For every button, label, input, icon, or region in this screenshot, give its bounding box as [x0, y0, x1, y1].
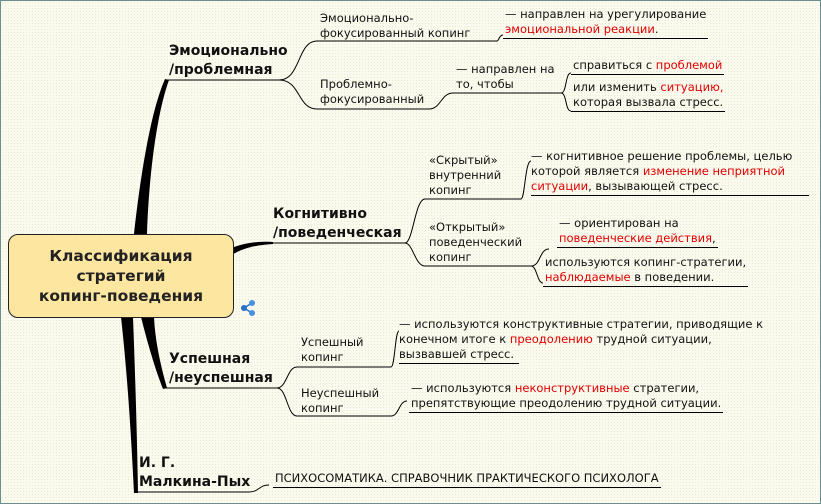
node-line: фокусированный — [320, 92, 425, 106]
item-observable-strategies[interactable]: используются копинг-стратегии, наблюдаем… — [543, 255, 749, 287]
item-line: которая вызвала стресс. — [573, 95, 724, 109]
node-hidden-coping[interactable]: «Скрытый» внутренний копинг — [429, 153, 501, 198]
desc-line: эмоциональной реакции. — [505, 22, 706, 37]
node-line: фокусированный копинг — [320, 26, 471, 40]
trunk-emotional — [134, 79, 169, 234]
trunk-success — [141, 317, 167, 389]
highlight-text: преодолению — [509, 332, 593, 346]
topic-line: Когнитивно — [273, 206, 367, 222]
node-line: копинг — [301, 401, 344, 415]
desc-line: которой является изменение неприятной — [531, 164, 809, 179]
node-line: «Скрытый» — [429, 153, 498, 167]
item-line: используются копинг-стратегии, — [545, 255, 747, 269]
highlight-text: ситуации — [531, 179, 589, 193]
desc-line: — ориентирован на — [559, 216, 679, 230]
item-line: или изменить ситуацию, — [573, 80, 723, 95]
desc-line: — используются конструктивные стратегии,… — [399, 317, 764, 331]
desc-emotion-focused[interactable]: — направлен на урегулирование эмоциональ… — [503, 7, 709, 39]
item-line: наблюдаемые в поведении. — [545, 270, 746, 285]
desc-open-coping[interactable]: — ориентирован на поведенческие действия… — [557, 216, 718, 248]
highlight-text: неконструктивные — [514, 381, 630, 395]
node-line: копинг — [429, 250, 472, 264]
item-text: в поведении. — [630, 270, 715, 284]
item-change-situation[interactable]: или изменить ситуацию, которая вызвала с… — [571, 80, 726, 112]
share-icon[interactable] — [239, 299, 257, 317]
item-cope-problem[interactable]: справиться с проблемой — [571, 58, 725, 75]
highlight-text: изменение неприятной — [642, 164, 786, 178]
desc-line: конечном итоге к преодолению трудной сит… — [399, 332, 763, 347]
topic-line: /проблемная — [169, 62, 273, 78]
desc-line: — когнитивное решение проблемы, целью — [531, 149, 793, 163]
highlight-text: поведенческие действия — [559, 231, 712, 245]
desc-line: препятствующие преодолению трудной ситуа… — [411, 396, 722, 410]
topic-line: /неуспешная — [169, 370, 273, 386]
topic-line: /поведенческая — [273, 225, 402, 241]
node-problem-focused[interactable]: Проблемно- фокусированный — [320, 77, 424, 107]
desc-text: — используются — [411, 381, 515, 395]
node-open-coping[interactable]: «Открытый» поведенческий копинг — [429, 220, 522, 265]
topic-line: Успешная — [169, 351, 251, 367]
desc-line: — направлен на — [456, 62, 555, 76]
topic-line: Эмоционально — [169, 43, 288, 59]
topic-source-author[interactable]: И. Г. Малкина-Пых — [139, 454, 250, 492]
highlight-text: эмоциональной реакции — [505, 22, 655, 36]
root-node[interactable]: Классификация стратегий копинг-поведения — [8, 234, 234, 318]
highlight-text: наблюдаемые — [545, 270, 631, 284]
desc-line: поведенческие действия, — [559, 231, 716, 246]
desc-text: стратегии, — [629, 381, 700, 395]
highlight-text: ситуацию, — [660, 80, 724, 94]
desc-hidden-coping[interactable]: — когнитивное решение проблемы, целью ко… — [531, 149, 809, 196]
topic-emotional[interactable]: Эмоционально /проблемная — [169, 42, 288, 80]
node-line: внутренний — [429, 168, 502, 182]
node-line: Эмоционально- — [320, 11, 414, 25]
desc-line: то, чтобы — [456, 77, 514, 91]
node-successful-coping[interactable]: Успешный копинг — [301, 335, 364, 365]
node-line: Проблемно- — [320, 77, 392, 91]
desc-text: конечном итоге к — [399, 332, 510, 346]
desc-line: ситуации, вызывающей стресс. — [531, 179, 809, 196]
node-line: «Открытый» — [429, 220, 506, 234]
node-line: Успешный — [301, 335, 364, 349]
topic-success[interactable]: Успешная /неуспешная — [169, 350, 273, 388]
desc-line: вызвавшей стресс. — [399, 347, 519, 364]
desc-unsuccessful-coping[interactable]: — используются неконструктивные стратеги… — [409, 381, 724, 413]
node-line: поведенческий — [429, 235, 523, 249]
node-unsuccessful-coping[interactable]: Неуспешный копинг — [301, 386, 379, 416]
root-title-line: копинг-поведения — [38, 287, 204, 305]
highlight-text: проблемой — [655, 58, 723, 72]
desc-problem-focused[interactable]: — направлен на то, чтобы — [456, 62, 555, 92]
node-line: копинг — [301, 350, 344, 364]
topic-line: И. Г. — [139, 455, 176, 471]
desc-text: . — [654, 22, 659, 36]
item-text: справиться с — [573, 58, 656, 72]
topic-cognitive[interactable]: Когнитивно /поведенческая — [273, 205, 402, 243]
node-line: копинг — [429, 183, 472, 197]
source-book-title[interactable]: ПСИХОСОМАТИКА. СПРАВОЧНИК ПРАКТИЧЕСКОГО … — [273, 471, 661, 488]
root-title-line: стратегий — [76, 267, 166, 285]
topic-line: Малкина-Пых — [139, 474, 251, 490]
root-title-line: Классификация — [49, 247, 193, 265]
desc-text: трудной ситуации, — [592, 332, 712, 346]
node-emotion-focused[interactable]: Эмоционально- фокусированный копинг — [320, 11, 470, 41]
desc-line: — используются неконструктивные стратеги… — [411, 381, 721, 396]
desc-text: , вызывающей стресс. — [588, 179, 723, 193]
desc-text: которой является — [531, 164, 643, 178]
desc-text: , — [712, 231, 716, 245]
desc-line: — направлен на урегулирование — [505, 7, 707, 21]
desc-successful-coping[interactable]: — используются конструктивные стратегии,… — [399, 317, 763, 364]
trunk-source — [121, 317, 138, 493]
item-text: или изменить — [573, 80, 661, 94]
node-line: Неуспешный — [301, 386, 380, 400]
